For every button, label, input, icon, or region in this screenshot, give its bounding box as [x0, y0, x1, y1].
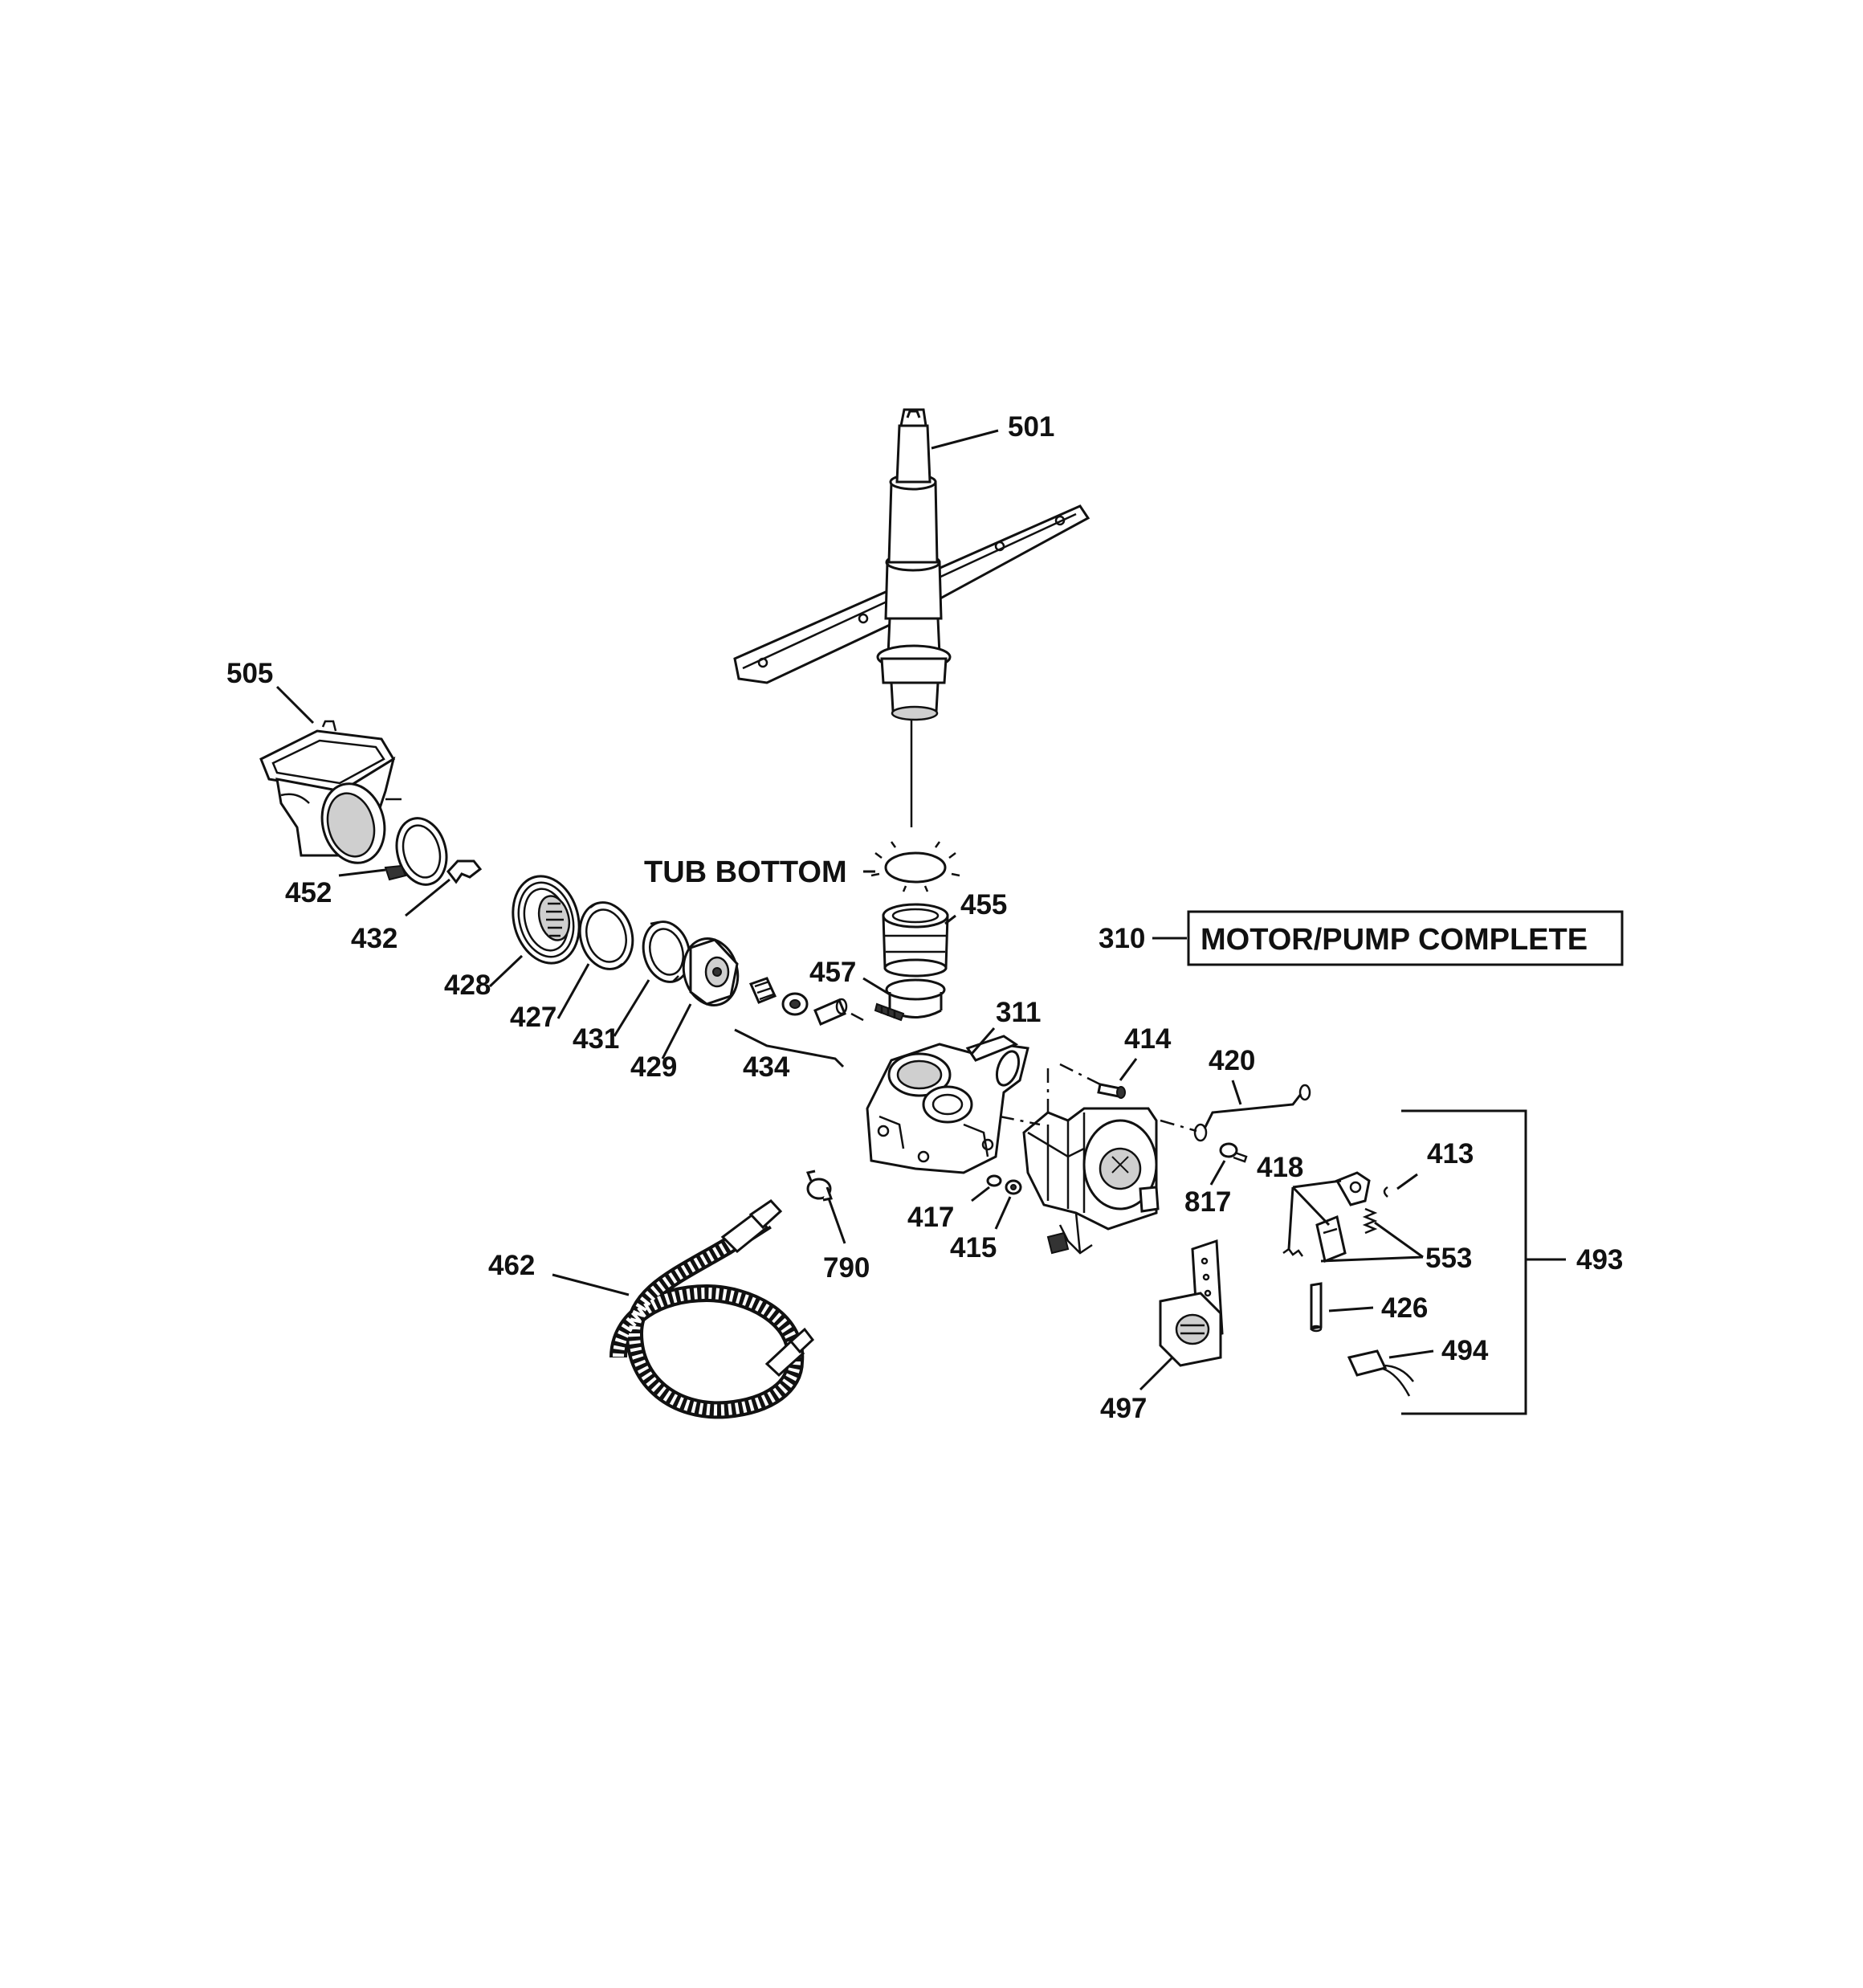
label-494: 494 [1441, 1335, 1489, 1366]
pin-426 [1310, 1282, 1323, 1333]
ring-431 [642, 921, 691, 983]
label-497: 497 [1100, 1393, 1147, 1424]
impeller-429 [682, 937, 740, 1006]
sump-505 [259, 720, 396, 864]
clip-432 [446, 859, 483, 884]
rod-420 [1193, 1084, 1311, 1142]
label-415: 415 [950, 1232, 997, 1263]
connector-494 [1347, 1349, 1414, 1397]
nut-415 [1005, 1179, 1022, 1195]
washer-417 [986, 1174, 1002, 1187]
motor-pump-complete-box [1187, 910, 1624, 966]
clamp-457 [874, 978, 946, 1022]
label-420: 420 [1209, 1045, 1255, 1076]
clip-413 [1383, 1186, 1388, 1198]
label-427: 427 [510, 1002, 556, 1033]
hose-462 [609, 1199, 815, 1419]
screw-817 [1219, 1142, 1248, 1163]
label-tub-bottom: TUB BOTTOM [644, 855, 847, 889]
label-553: 553 [1425, 1243, 1472, 1274]
label-426: 426 [1381, 1292, 1428, 1324]
filter-428 [512, 875, 581, 965]
solenoid-497 [1159, 1239, 1224, 1367]
label-311: 311 [996, 997, 1041, 1028]
motor [1022, 1107, 1160, 1255]
screw-414 [1097, 1083, 1126, 1099]
clamp-790 [805, 1170, 833, 1202]
label-434: 434 [743, 1051, 790, 1083]
label-462: 462 [488, 1250, 535, 1281]
label-310: 310 [1099, 923, 1145, 954]
label-429: 429 [630, 1051, 677, 1083]
label-493: 493 [1576, 1244, 1623, 1276]
label-455: 455 [960, 889, 1007, 921]
label-452: 452 [285, 877, 332, 908]
seal-455 [882, 903, 949, 978]
label-432: 432 [351, 923, 397, 954]
tub-bottom-gasket [870, 841, 960, 892]
spray-arm-501 [733, 408, 1090, 721]
label-505: 505 [226, 658, 273, 689]
label-414: 414 [1124, 1023, 1172, 1055]
label-413: 413 [1427, 1138, 1474, 1170]
label-418: 418 [1257, 1152, 1303, 1183]
label-817: 817 [1184, 1186, 1231, 1218]
ring-427 [578, 901, 634, 970]
spring-553 [1362, 1207, 1378, 1235]
ring-452 [384, 817, 448, 886]
label-motor-pump-complete: MOTOR/PUMP COMPLETE [1201, 923, 1588, 957]
label-457: 457 [809, 957, 856, 988]
parts-434 [748, 977, 848, 1026]
label-790: 790 [823, 1252, 870, 1284]
label-431: 431 [573, 1023, 619, 1055]
label-417: 417 [907, 1202, 954, 1233]
label-428: 428 [444, 970, 491, 1001]
label-501: 501 [1008, 411, 1054, 443]
latch-418 [1282, 1171, 1371, 1263]
pump-housing-311 [866, 1035, 1029, 1174]
